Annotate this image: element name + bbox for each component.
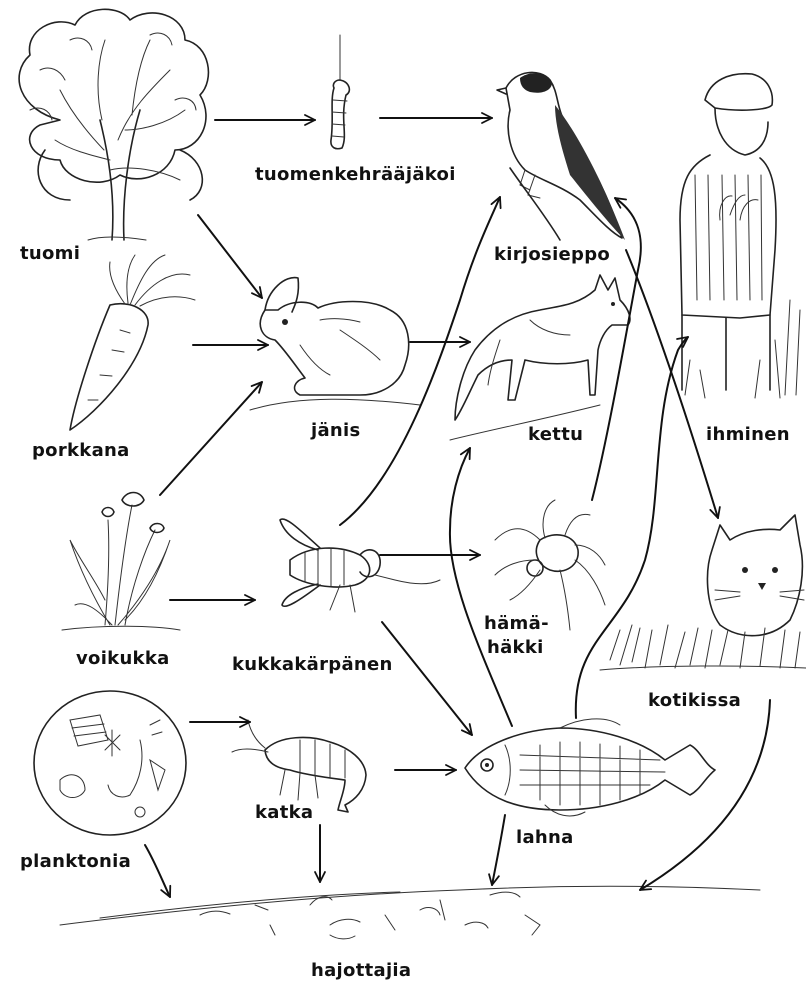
- label-katka: katka: [255, 802, 313, 823]
- label-lahna: lahna: [516, 827, 574, 848]
- bream-fish-illustration: [465, 719, 715, 816]
- food-web-arrows: [145, 118, 770, 897]
- label-tuomenkehraajakoi: tuomenkehrääjäkoi: [255, 164, 456, 185]
- caterpillar-illustration: [331, 35, 349, 149]
- dandelion-illustration: [62, 493, 180, 631]
- rabbit-illustration: [250, 278, 420, 410]
- label-planktonia: planktonia: [20, 851, 131, 872]
- plankton-illustration: [34, 691, 186, 835]
- label-kotikissa: kotikissa: [648, 690, 741, 711]
- bird-illustration: [497, 72, 625, 240]
- label-hamahakki-line1: hämä-: [484, 612, 549, 636]
- hoverfly-illustration: [280, 519, 440, 612]
- decomposers-illustration: [60, 886, 760, 939]
- tree-illustration: [19, 9, 208, 240]
- label-voikukka: voikukka: [76, 648, 170, 669]
- spider-illustration: [495, 500, 605, 630]
- label-porkkana: porkkana: [32, 440, 130, 461]
- label-tuomi: tuomi: [20, 243, 80, 264]
- carrot-illustration: [70, 255, 195, 430]
- label-hajottajia: hajottajia: [311, 960, 411, 981]
- fox-illustration: [450, 275, 630, 440]
- label-hamahakki-line2: häkki: [487, 636, 544, 660]
- label-ihminen: ihminen: [706, 424, 790, 445]
- shrimp-illustration: [232, 720, 366, 812]
- label-janis: jänis: [311, 420, 361, 441]
- label-kukkakarpanen: kukkakärpänen: [232, 654, 393, 675]
- label-kirjosieppo: kirjosieppo: [494, 244, 610, 265]
- label-kettu: kettu: [528, 424, 583, 445]
- human-illustration: [680, 74, 800, 398]
